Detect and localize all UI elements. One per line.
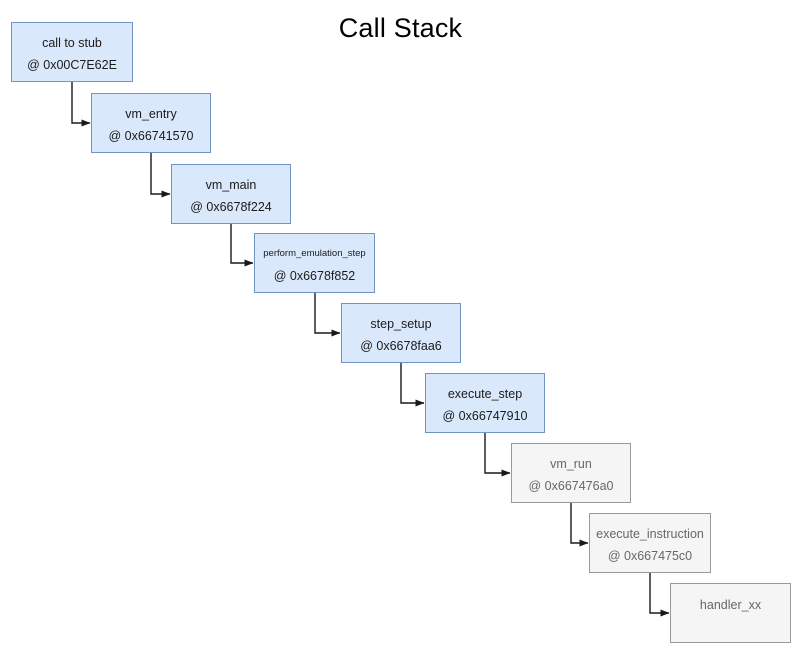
edge-vm-entry-vm-main [150,153,171,198]
node-vm-run[interactable]: vm_run @ 0x667476a0 [511,443,631,503]
edge-step-setup-execute-step [400,363,425,407]
edge-execute-instruction-handler-xx [649,573,670,617]
node-address: @ 0x66747910 [442,409,528,423]
node-label: execute_step [447,387,523,401]
edge-execute-step-vm-run [484,433,511,477]
node-address: @ 0x6678faa6 [360,339,442,353]
node-call-to-stub[interactable]: call to stub @ 0x00C7E62E [11,22,133,82]
node-label: call to stub [42,36,102,50]
node-label: vm_entry [125,107,177,121]
node-address: @ 0x66741570 [108,129,194,143]
node-step-setup[interactable]: step_setup @ 0x6678faa6 [341,303,461,363]
node-vm-entry[interactable]: vm_entry @ 0x66741570 [91,93,211,153]
node-handler-xx[interactable]: handler_xx [670,583,791,643]
node-label: execute_instruction [596,527,704,541]
node-address: @ 0x00C7E62E [27,58,117,72]
node-label: vm_run [550,457,592,471]
edge-vm-run-execute-instruction [570,503,589,547]
node-address: @ 0x6678f852 [273,269,356,283]
node-label: vm_main [205,178,257,192]
node-address: @ 0x6678f224 [190,200,272,214]
node-address: @ 0x667476a0 [528,479,614,493]
node-label: step_setup [370,317,432,331]
node-vm-main[interactable]: vm_main @ 0x6678f224 [171,164,291,224]
page-title: Call Stack [338,13,463,43]
node-label: perform_emulation_step [263,248,366,259]
edge-call-to-stub-vm-entry [71,82,91,127]
node-label: handler_xx [699,598,762,612]
node-perform-emulation-step[interactable]: perform_emulation_step @ 0x6678f852 [254,233,375,293]
edge-perform-emulation-step-step-setup [314,293,341,337]
node-address: @ 0x667475c0 [607,549,693,563]
node-execute-step[interactable]: execute_step @ 0x66747910 [425,373,545,433]
node-execute-instruction[interactable]: execute_instruction @ 0x667475c0 [589,513,711,573]
edge-vm-main-perform-emulation-step [230,224,254,267]
